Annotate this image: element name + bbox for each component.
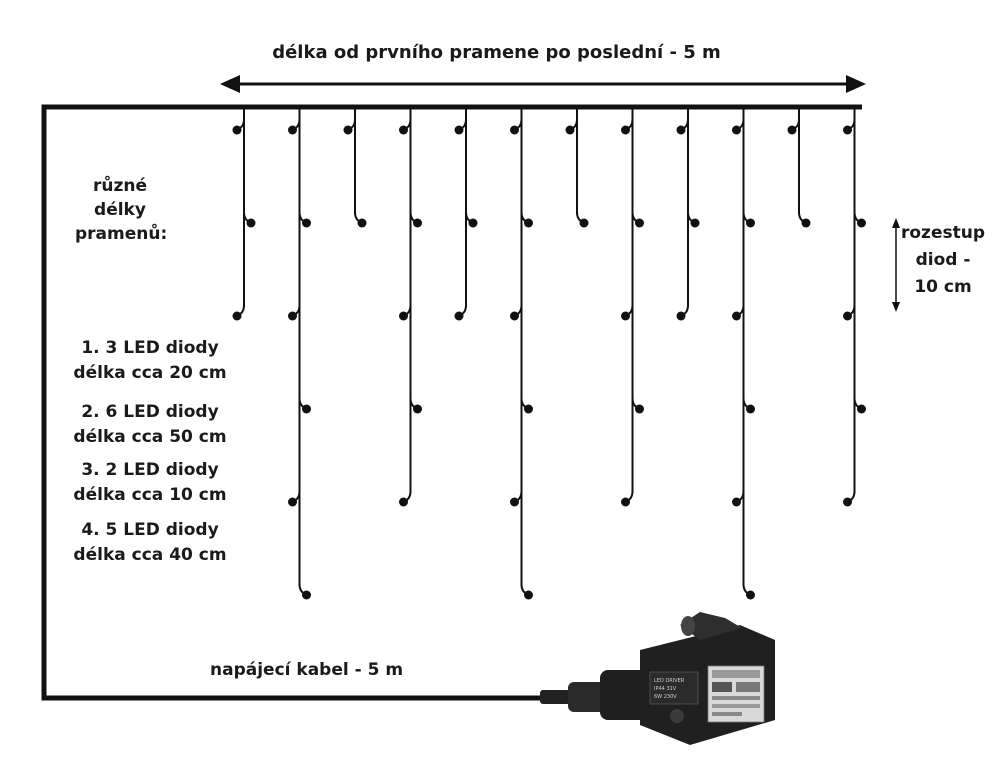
led-bulb-icon: [510, 304, 523, 321]
legend-led-count: 4. 5 LED diody: [81, 520, 219, 540]
strand-heading-line: různé: [92, 176, 147, 196]
led-bulb-icon: [298, 211, 311, 228]
led-bulb-icon: [510, 118, 523, 135]
led-bulb-icon: [742, 583, 755, 600]
legend-item: 2. 6 LED diody délka cca 50 cm: [60, 400, 240, 450]
led-bulb-icon: [343, 118, 356, 135]
led-bulb-icon: [676, 304, 689, 321]
power-adapter-icon: LED DRIVER IP44 31V 6W 230V: [540, 612, 775, 745]
legend-item: 1. 3 LED diody délka cca 20 cm: [60, 336, 240, 386]
led-bulb-icon: [520, 583, 533, 600]
led-bulb-icon: [520, 397, 533, 414]
legend-led-count: 1. 3 LED diody: [81, 338, 219, 358]
legend-length: délka cca 40 cm: [73, 545, 227, 565]
led-bulb-icon: [621, 304, 634, 321]
led-bulb-icon: [621, 490, 634, 507]
led-bulb-icon: [510, 490, 523, 507]
led-bulb-icon: [798, 211, 811, 228]
spacing-label-line: 10 cm: [914, 277, 972, 297]
led-bulb-icon: [742, 211, 755, 228]
power-cable-label: napájecí kabel - 5 m: [210, 660, 404, 680]
led-bulb-icon: [787, 118, 800, 135]
led-bulb-icon: [853, 397, 866, 414]
spacing-label-line: rozestup: [900, 223, 985, 243]
led-bulb-icon: [399, 118, 412, 135]
led-bulb-icon: [853, 211, 866, 228]
led-bulb-icon: [399, 304, 412, 321]
led-bulb-icon: [288, 490, 301, 507]
led-bulb-icon: [576, 211, 589, 228]
led-bulb-icon: [232, 118, 245, 135]
strand-heading-line: délky: [94, 200, 146, 220]
led-bulb-icon: [454, 118, 467, 135]
main-cable-frame: [41, 104, 862, 701]
svg-text:6W 230V: 6W 230V: [654, 694, 677, 700]
led-bulb-icon: [565, 118, 578, 135]
led-bulb-icon: [409, 397, 422, 414]
led-bulb-icon: [243, 211, 256, 228]
led-spacing-label: rozestup diod - 10 cm: [896, 220, 990, 301]
strand-lengths-heading: různé délky pramenů:: [75, 174, 168, 246]
led-bulb-icon: [454, 304, 467, 321]
double-arrow-vertical-icon: [892, 218, 900, 312]
led-bulb-icon: [520, 211, 533, 228]
led-bulb-icon: [298, 397, 311, 414]
led-bulb-icon: [465, 211, 478, 228]
led-bulb-icon: [742, 397, 755, 414]
led-bulb-icon: [631, 397, 644, 414]
led-bulb-icon: [676, 118, 689, 135]
legend-led-count: 2. 6 LED diody: [81, 402, 219, 422]
legend-length: délka cca 20 cm: [73, 363, 227, 383]
strand-heading-line: pramenů:: [75, 224, 168, 244]
led-bulb-icon: [732, 118, 745, 135]
led-bulb-icon: [843, 118, 856, 135]
led-bulb-icon: [732, 490, 745, 507]
led-bulb-icon: [288, 304, 301, 321]
double-arrow-horizontal-icon: [220, 75, 866, 93]
led-bulb-icon: [232, 304, 245, 321]
led-bulb-icon: [621, 118, 634, 135]
svg-text:LED DRIVER: LED DRIVER: [654, 678, 685, 684]
legend-led-count: 3. 2 LED diody: [81, 460, 219, 480]
led-bulb-icon: [732, 304, 745, 321]
legend-length: délka cca 10 cm: [73, 485, 227, 505]
legend-item: 4. 5 LED diody délka cca 40 cm: [60, 518, 240, 568]
led-bulb-icon: [409, 211, 422, 228]
led-bulb-icon: [843, 490, 856, 507]
led-bulb-icon: [843, 304, 856, 321]
led-bulb-icon: [631, 211, 644, 228]
legend-item: 3. 2 LED diody délka cca 10 cm: [60, 458, 240, 508]
led-strands-group: [232, 107, 866, 600]
led-bulb-icon: [354, 211, 367, 228]
spacing-label-line: diod -: [915, 250, 971, 270]
svg-text:IP44 31V: IP44 31V: [654, 686, 677, 692]
led-bulb-icon: [399, 490, 412, 507]
legend-length: délka cca 50 cm: [73, 427, 227, 447]
led-bulb-icon: [687, 211, 700, 228]
total-length-title: délka od prvního pramene po poslední - 5…: [272, 42, 721, 63]
led-bulb-icon: [288, 118, 301, 135]
led-bulb-icon: [298, 583, 311, 600]
